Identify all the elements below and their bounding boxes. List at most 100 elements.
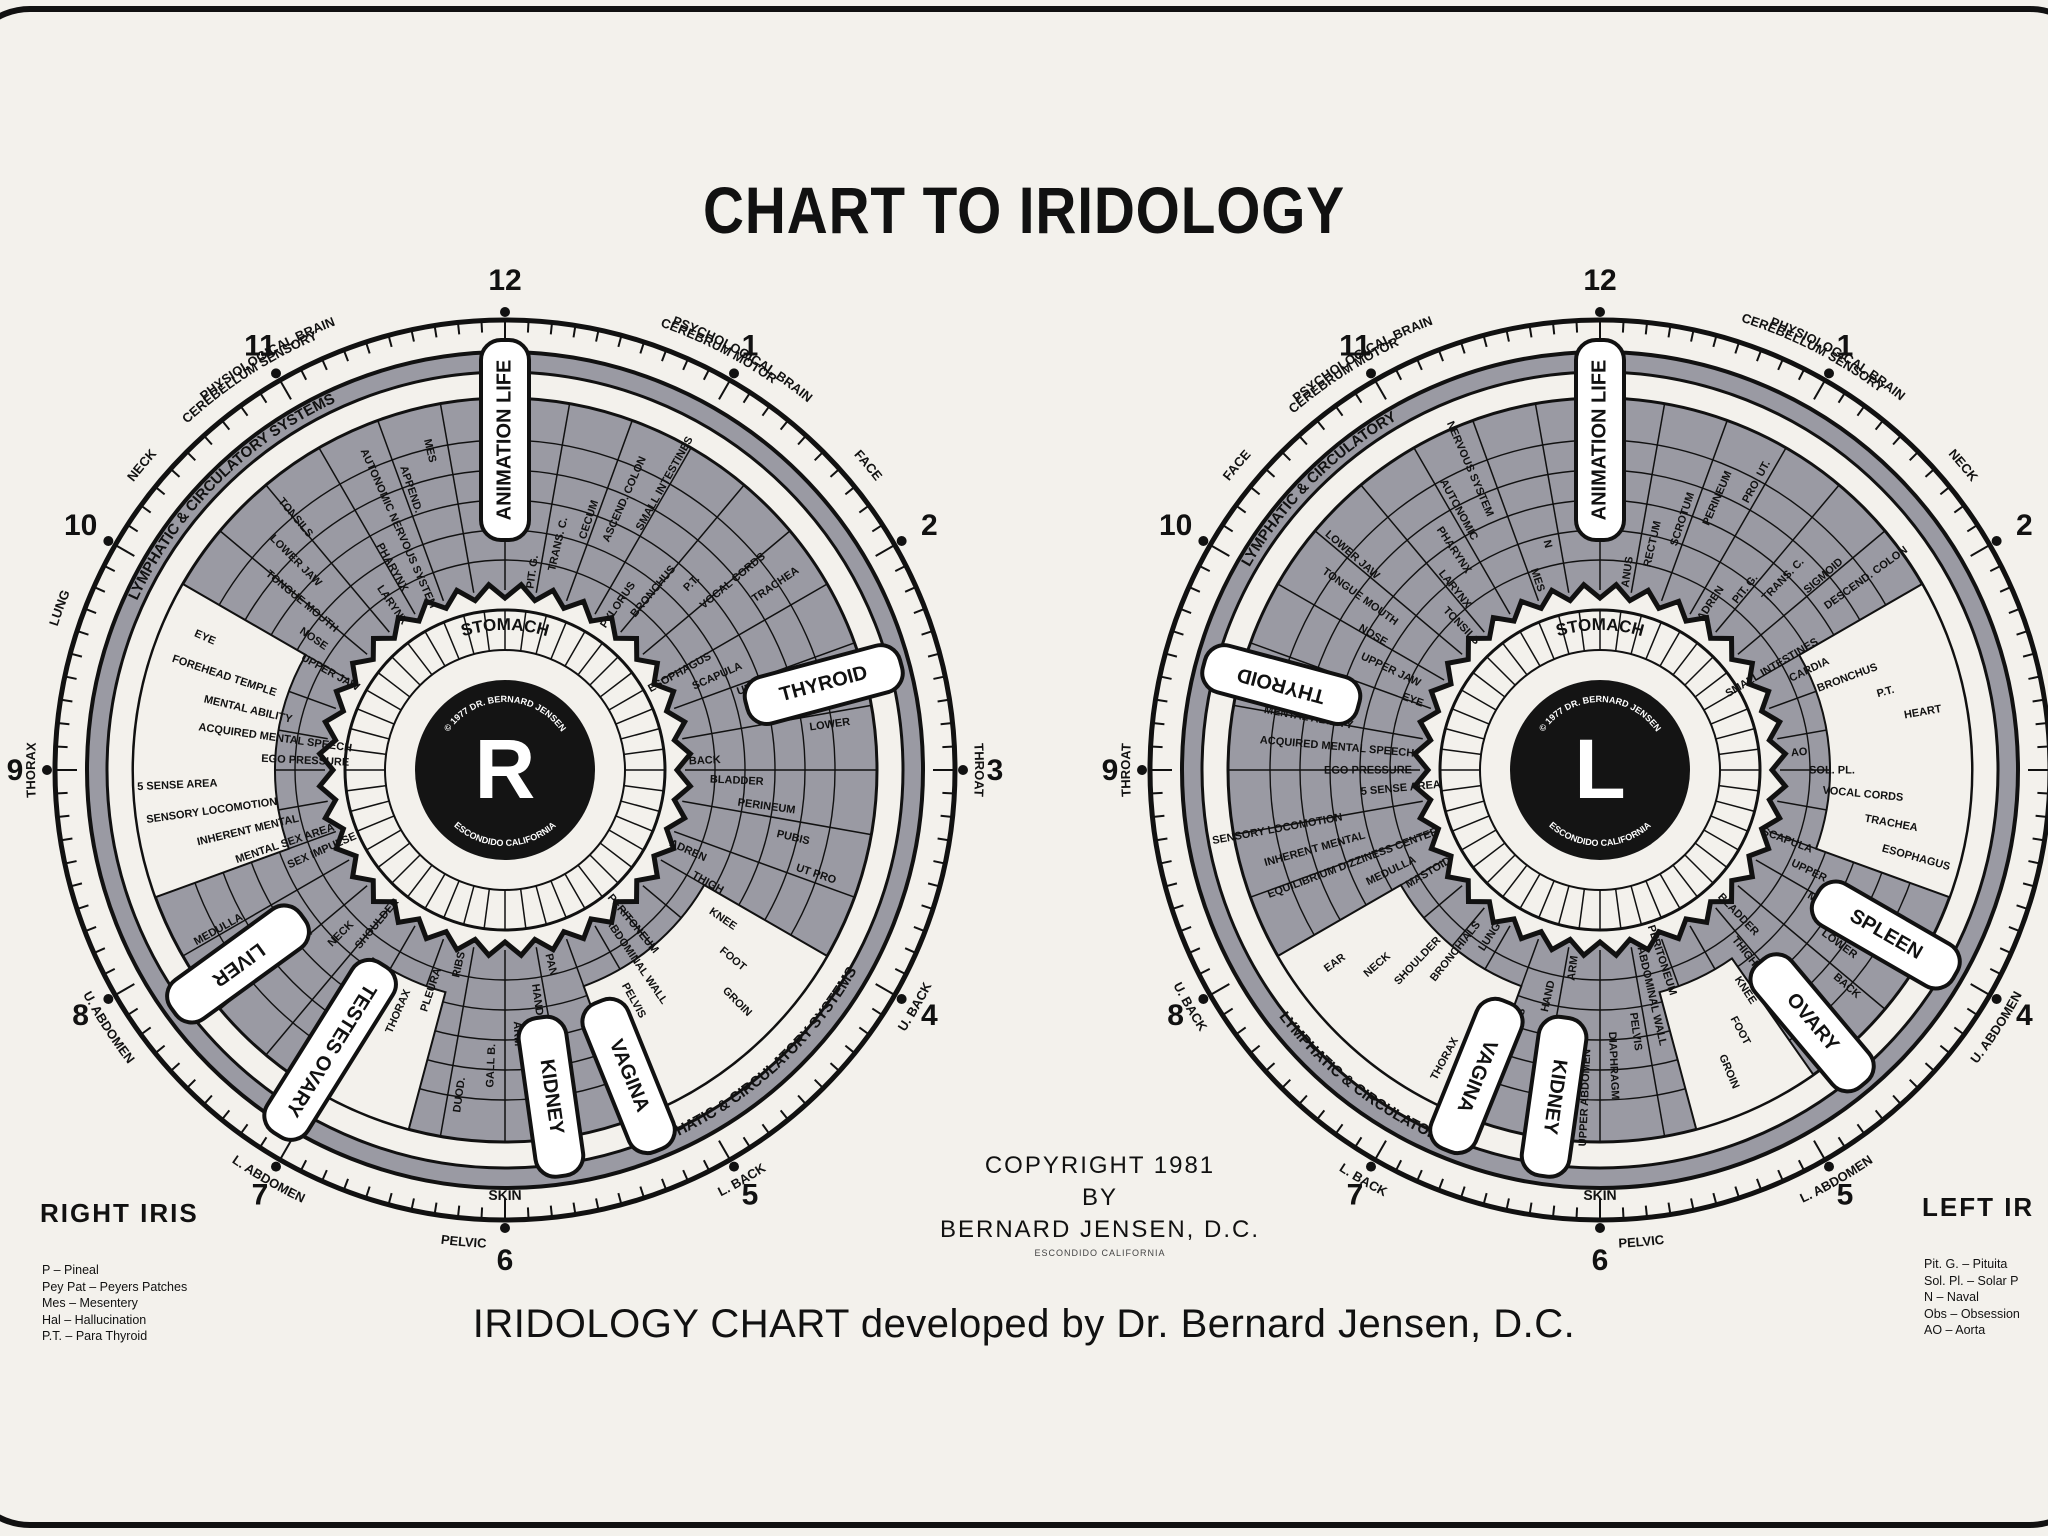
right-outer-label: LUNG	[46, 588, 73, 628]
left-abbreviation-item: AO – Aorta	[1924, 1323, 1986, 1337]
right-zone-label: PIT. G.	[524, 554, 541, 589]
clock-dot	[729, 368, 739, 379]
right-abbreviation-item: P.T. – Para Thyroid	[42, 1329, 148, 1343]
left-zone-label: N	[1541, 539, 1555, 550]
left-abbreviation-item: N – Naval	[1924, 1290, 1979, 1304]
clock-dot	[103, 536, 114, 546]
clock-number-1: 1	[1837, 330, 1854, 363]
left-iris-label: LEFT IR	[1922, 1192, 2035, 1222]
clock-dot	[1824, 368, 1834, 379]
left-tab-thyroid: THYROID	[1200, 643, 1363, 726]
clock-number-4: 4	[921, 999, 938, 1032]
clock-number-3: 3	[987, 754, 1004, 787]
clock-dot	[958, 765, 968, 775]
copyright-block: COPYRIGHT 1981 BY BERNARD JENSEN, D.C. E…	[880, 1150, 1320, 1260]
clock-number-12: 12	[1583, 264, 1616, 297]
clock-number-12: 12	[488, 264, 521, 297]
left-zone-label: P.T.	[1876, 684, 1896, 700]
clock-dot	[896, 994, 907, 1004]
right-center-letter: R	[475, 722, 536, 816]
left-center-letter: L	[1574, 722, 1625, 816]
clock-dot	[1824, 1161, 1834, 1172]
left-outer-label: PELVIC	[1618, 1232, 1665, 1251]
left-outer-label: NECK	[1946, 446, 1982, 485]
left-skin-label: SKIN	[1583, 1187, 1617, 1203]
right-iris-label: RIGHT IRIS	[40, 1198, 199, 1228]
right-outer-label: PELVIC	[440, 1232, 487, 1251]
left-outer-label: THROAT	[1118, 743, 1134, 797]
right-tab-kidney: KIDNEY	[516, 1014, 586, 1179]
clock-dot	[1595, 1223, 1605, 1233]
clock-dot	[103, 994, 114, 1004]
clock-dot	[1366, 1161, 1376, 1172]
right-tab-vagina: VAGINA	[580, 996, 677, 1156]
right-organ-bay	[132, 582, 308, 899]
clock-number-5: 5	[1837, 1178, 1854, 1211]
right-abbreviation-item: Hal – Hallucination	[42, 1312, 147, 1327]
left-abbreviation-item: Obs – Obsession	[1924, 1306, 2020, 1321]
clock-dot	[1991, 994, 2002, 1004]
right-zone-label: 5 SENSE AREA	[137, 777, 218, 793]
left-zone-label: DIAPHRAGM	[1606, 1032, 1621, 1100]
right-abbreviation-item: Mes – Mesentery	[42, 1296, 138, 1310]
clock-dot	[1198, 994, 1209, 1004]
right-zone-label: HAND	[529, 983, 545, 1016]
clock-number-8: 8	[1167, 999, 1184, 1032]
right-outer-label: THORAX	[23, 742, 39, 798]
clock-dot	[1595, 307, 1605, 317]
right-pupil	[415, 680, 595, 860]
left-pupil	[1510, 680, 1690, 860]
clock-dot	[42, 765, 52, 775]
right-tab-animation-life: ANIMATION LIFE	[479, 338, 531, 542]
right-zone-label: MES	[421, 438, 438, 464]
left-zone-label: PELVIS	[1627, 1012, 1644, 1052]
clock-number-10: 10	[1159, 509, 1192, 542]
clock-dot	[1991, 536, 2002, 546]
right-tab-label: ANIMATION LIFE	[493, 360, 515, 521]
clock-dot	[896, 536, 907, 546]
copyright-line-2: BY	[1081, 1184, 1118, 1211]
right-zone-label: RIBS	[450, 951, 468, 979]
right-zone-label: BACK	[689, 754, 721, 767]
left-tab-kidney: KIDNEY	[1519, 1014, 1589, 1179]
clock-number-1: 1	[742, 330, 759, 363]
clock-dot	[500, 1223, 510, 1233]
page-frame	[0, 6, 2048, 1528]
left-zone-label: AO	[1790, 746, 1808, 759]
right-zone-label: LOWER	[809, 716, 851, 734]
clock-number-9: 9	[7, 754, 24, 787]
right-zone-label: BLADDER	[710, 773, 764, 788]
left-organ-bay	[1797, 582, 1973, 899]
left-outer-label: FACE	[1220, 447, 1254, 484]
clock-number-7: 7	[1347, 1178, 1364, 1211]
right-skin-label: SKIN	[488, 1187, 522, 1203]
clock-number-11: 11	[1339, 330, 1371, 363]
clock-number-6: 6	[1592, 1244, 1609, 1277]
clock-number-2: 2	[2016, 509, 2033, 542]
clock-dot	[500, 307, 510, 317]
clock-number-9: 9	[1102, 754, 1119, 787]
copyright-line-1: COPYRIGHT 1981	[984, 1152, 1216, 1179]
right-abbreviation-item: Pey Pat – Peyers Patches	[42, 1279, 188, 1294]
left-zone-label: ARM	[1565, 955, 1580, 981]
clock-number-10: 10	[64, 509, 97, 542]
clock-number-11: 11	[244, 330, 276, 363]
left-tab-label: ANIMATION LIFE	[1588, 360, 1610, 521]
clock-number-8: 8	[72, 999, 89, 1032]
footer-caption: IRIDOLOGY CHART developed by Dr. Bernard…	[472, 1302, 1576, 1346]
right-zone-label: GALL B.	[484, 1044, 498, 1088]
left-tab-vagina: VAGINA	[1428, 996, 1525, 1156]
clock-dot	[1198, 536, 1209, 546]
right-zone-label: DUOD.	[451, 1076, 468, 1113]
copyright-line-3: BERNARD JENSEN, D.C.	[939, 1216, 1261, 1243]
left-tab-animation-life: ANIMATION LIFE	[1574, 338, 1626, 542]
clock-number-6: 6	[497, 1244, 514, 1277]
left-zone-label: ANUS	[1620, 556, 1636, 589]
clock-dot	[1366, 368, 1376, 379]
